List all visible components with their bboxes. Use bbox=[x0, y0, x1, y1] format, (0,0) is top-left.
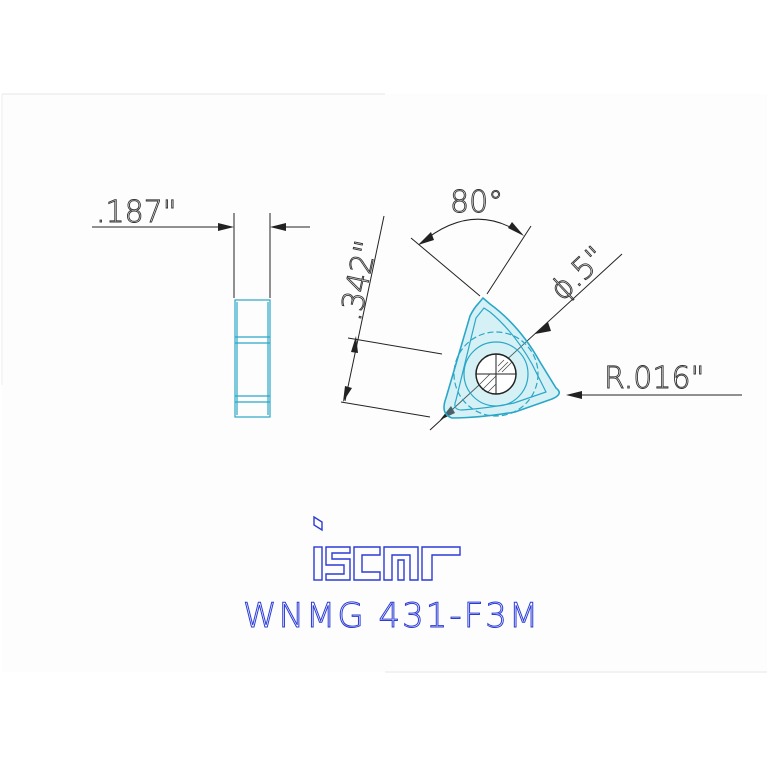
thickness-arrow-right bbox=[270, 223, 286, 231]
height-extension-bottom bbox=[340, 401, 431, 418]
radius-label: R.016" bbox=[604, 361, 704, 396]
radius-dimension: R.016" bbox=[566, 361, 742, 399]
logo-i-stem bbox=[313, 546, 323, 581]
height-arrow-top bbox=[351, 336, 358, 353]
insert-side-profile bbox=[234, 299, 271, 418]
thickness-arrow-left bbox=[218, 223, 234, 231]
part-number-title: WNMG 431-F3M bbox=[243, 596, 540, 636]
angle-arrow-right bbox=[508, 222, 524, 236]
logo-r bbox=[421, 546, 461, 581]
diameter-arrow-bottom bbox=[440, 406, 455, 420]
insert-chipbreaker-ring bbox=[453, 331, 539, 417]
diameter-arrow-top bbox=[535, 322, 551, 334]
diameter-leader bbox=[429, 253, 623, 431]
logo-c bbox=[353, 546, 381, 581]
logo-text: iscar bbox=[0, 0, 3, 1]
insert-top-view bbox=[443, 296, 560, 419]
angle-dimension: 80° bbox=[410, 185, 532, 297]
logo-i-dot bbox=[313, 515, 323, 532]
iscar-logo: iscar bbox=[0, 0, 461, 581]
hole-hatch bbox=[479, 359, 513, 393]
logo-s bbox=[325, 546, 351, 581]
radius-arrow bbox=[566, 391, 582, 399]
height-dim-line bbox=[344, 215, 385, 402]
side-view: .187" bbox=[92, 195, 310, 418]
height-extension-top bbox=[347, 337, 443, 355]
angle-extension-left bbox=[410, 237, 481, 297]
logo-a bbox=[383, 546, 419, 581]
insert-hole-chamfer bbox=[463, 341, 529, 407]
angle-extension-right bbox=[486, 225, 532, 295]
thickness-label: .187" bbox=[96, 195, 177, 230]
angle-arrow-left bbox=[418, 232, 434, 245]
height-arrow-bottom bbox=[343, 386, 352, 402]
angle-label: 80° bbox=[450, 185, 503, 220]
